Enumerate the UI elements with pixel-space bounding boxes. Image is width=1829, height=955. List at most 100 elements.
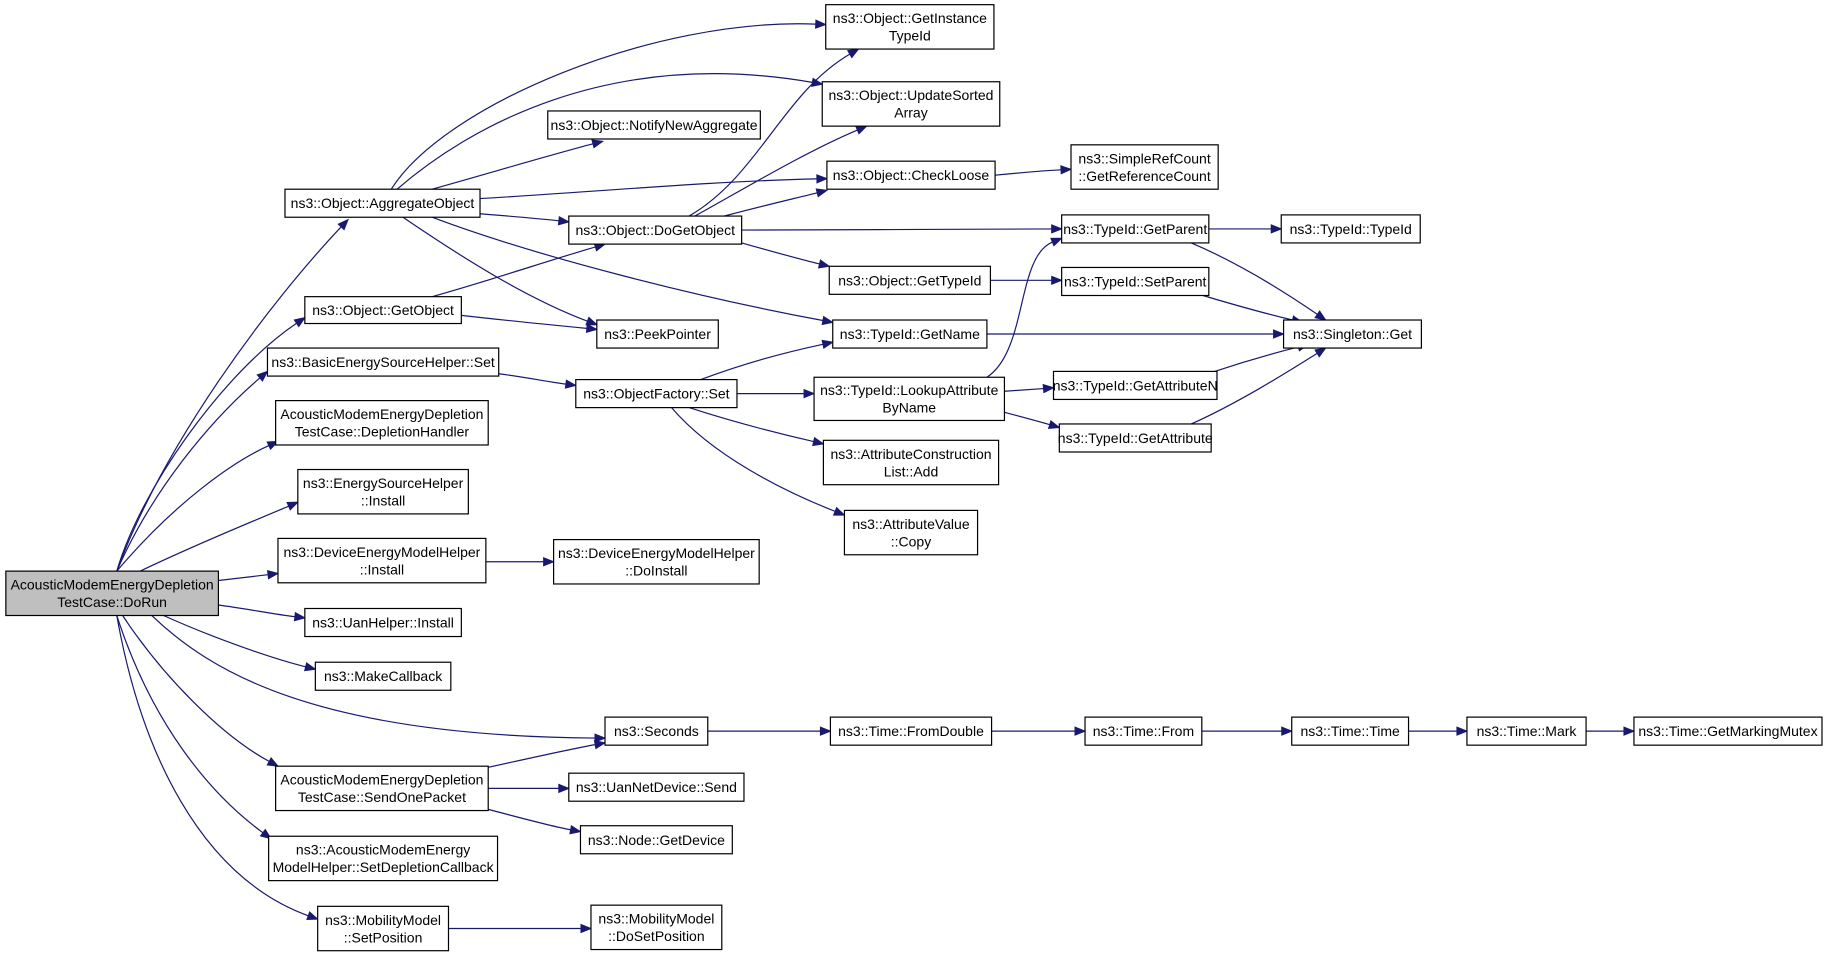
edge-line	[122, 615, 270, 762]
node-demh_install[interactable]: ns3::DeviceEnergyModelHelper::Install	[277, 537, 487, 584]
node-label: AcousticModemEnergyDepletion	[280, 772, 483, 788]
edge-line	[1214, 346, 1299, 372]
arrow-head-icon	[1060, 165, 1073, 175]
node-tid_getname[interactable]: ns3::TypeId::GetName	[832, 319, 988, 349]
node-notifynewagg[interactable]: ns3::Object::NotifyNewAggregate	[547, 110, 761, 140]
node-getobject[interactable]: ns3::Object::GetObject	[304, 296, 462, 325]
node-node_getdevice[interactable]: ns3::Node::GetDevice	[579, 825, 733, 855]
node-time_fromdouble[interactable]: ns3::Time::FromDouble	[829, 716, 993, 746]
node-box	[1070, 144, 1219, 190]
edge-line	[402, 216, 588, 322]
node-checkloose[interactable]: ns3::Object::CheckLoose	[826, 160, 996, 190]
node-label: ns3::UanNetDevice::Send	[576, 779, 737, 795]
node-label: ns3::TypeId::GetAttribute	[1058, 430, 1213, 446]
node-box	[604, 716, 709, 746]
node-box	[825, 4, 995, 50]
node-besh_set[interactable]: ns3::BasicEnergySourceHelper::Set	[266, 347, 500, 377]
edge-line	[396, 73, 813, 190]
edge-dogetobject-getinstancetypeid	[688, 48, 860, 217]
edge-time_time-time_mark	[1408, 726, 1469, 736]
node-singleton_get[interactable]: ns3::Singleton::Get	[1282, 319, 1422, 349]
node-time_from[interactable]: ns3::Time::From	[1084, 716, 1203, 746]
arrow-head-icon	[256, 370, 269, 382]
node-makecallback[interactable]: ns3::MakeCallback	[314, 661, 452, 691]
node-getrefcount[interactable]: ns3::SimpleRefCount::GetReferenceCount	[1070, 144, 1219, 190]
arrow-head-icon	[266, 757, 280, 767]
arrow-head-icon	[821, 339, 835, 350]
arrow-head-icon	[1050, 237, 1063, 247]
edge-tid_lookup-tid_getattr	[1004, 411, 1061, 430]
node-of_set[interactable]: ns3::ObjectFactory::Set	[575, 378, 738, 409]
node-uannd_send[interactable]: ns3::UanNetDevice::Send	[568, 772, 745, 802]
node-peekpointer[interactable]: ns3::PeekPointer	[596, 319, 719, 349]
node-label: ns3::SimpleRefCount	[1078, 150, 1210, 166]
node-sendonepacket[interactable]: AcousticModemEnergyDepletionTestCase::Se…	[275, 765, 489, 812]
edge-tid_getparent-singleton_get	[1191, 242, 1327, 321]
arrow-head-icon	[293, 611, 307, 622]
node-av_copy[interactable]: ns3::AttributeValue::Copy	[843, 509, 979, 556]
node-box	[568, 772, 745, 802]
node-time_getmutex[interactable]: ns3::Time::GetMarkingMutex	[1633, 716, 1823, 746]
node-label: ns3::Object::CheckLoose	[833, 167, 990, 183]
node-esh_install[interactable]: ns3::EnergySourceHelper::Install	[297, 468, 469, 515]
node-tid_getattrn[interactable]: ns3::TypeId::GetAttributeN	[1053, 370, 1218, 401]
edge-line	[986, 241, 1053, 378]
node-box	[596, 319, 719, 349]
node-tid_getparent[interactable]: ns3::TypeId::GetParent	[1061, 214, 1210, 244]
edge-line	[479, 178, 817, 200]
node-demh_doinstall[interactable]: ns3::DeviceEnergyModelHelper::DoInstall	[553, 538, 760, 585]
node-label: ns3::DeviceEnergyModelHelper	[558, 545, 755, 561]
edge-line	[1004, 387, 1044, 392]
node-box	[828, 265, 992, 295]
node-dorun[interactable]: AcousticModemEnergyDepletionTestCase::Do…	[5, 570, 220, 617]
edge-line	[1191, 352, 1318, 425]
node-mm_dosetpos[interactable]: ns3::MobilityModel::DoSetPosition	[590, 904, 723, 951]
node-label: TestCase::SendOnePacket	[298, 789, 466, 805]
node-box	[304, 296, 462, 325]
edge-line	[218, 574, 269, 582]
node-time_mark[interactable]: ns3::Time::Mark	[1466, 716, 1587, 746]
edge-getobject-peekpointer	[461, 314, 599, 334]
node-label: ns3::ObjectFactory::Set	[583, 386, 729, 402]
node-box	[1061, 266, 1210, 297]
edge-line	[1004, 411, 1050, 426]
node-mm_setpos[interactable]: ns3::MobilityModel::SetPosition	[317, 905, 450, 952]
node-dogetobject[interactable]: ns3::Object::DoGetObject	[568, 215, 743, 245]
node-gettypeid[interactable]: ns3::Object::GetTypeId	[828, 265, 992, 295]
node-label: ::Install	[361, 492, 405, 508]
node-box	[547, 110, 761, 140]
node-box	[266, 347, 500, 377]
arrow-head-icon	[585, 323, 599, 334]
node-uan_install[interactable]: ns3::UanHelper::Install	[304, 607, 462, 638]
edge-line	[390, 23, 816, 190]
arrow-head-icon	[1270, 224, 1283, 234]
arrow-head-icon	[811, 77, 824, 87]
edge-layer	[116, 19, 1636, 934]
node-tid_setparent[interactable]: ns3::TypeId::SetParent	[1061, 266, 1210, 297]
arrow-head-icon	[593, 740, 607, 750]
edge-dorun-uan_install	[218, 604, 307, 622]
node-tid_typeid[interactable]: ns3::TypeId::TypeId	[1280, 214, 1421, 244]
arrow-head-icon	[821, 315, 835, 326]
edge-line	[488, 808, 571, 831]
node-label: ns3::Node::GetDevice	[588, 832, 725, 848]
node-aggregate[interactable]: ns3::Object::AggregateObject	[284, 188, 481, 218]
node-depletionhandler[interactable]: AcousticModemEnergyDepletionTestCase::De…	[275, 400, 489, 446]
edge-line	[431, 246, 596, 298]
node-seconds[interactable]: ns3::Seconds	[604, 716, 709, 746]
edge-tid_getattr-singleton_get	[1191, 347, 1327, 425]
edge-aggregate-updatesorted	[396, 73, 824, 190]
node-label: Array	[894, 105, 927, 121]
edge-line	[723, 192, 818, 217]
edge-of_set-av_copy	[671, 407, 846, 516]
node-tid_getattr[interactable]: ns3::TypeId::GetAttribute	[1058, 423, 1213, 453]
arrow-head-icon	[306, 911, 319, 921]
node-time_time[interactable]: ns3::Time::Time	[1291, 716, 1410, 746]
node-label: ns3::Time::GetMarkingMutex	[1638, 723, 1817, 739]
node-label: ns3::Time::Time	[1300, 723, 1400, 739]
node-setdepletioncb[interactable]: ns3::AcousticModemEnergyModelHelper::Set…	[268, 835, 499, 882]
